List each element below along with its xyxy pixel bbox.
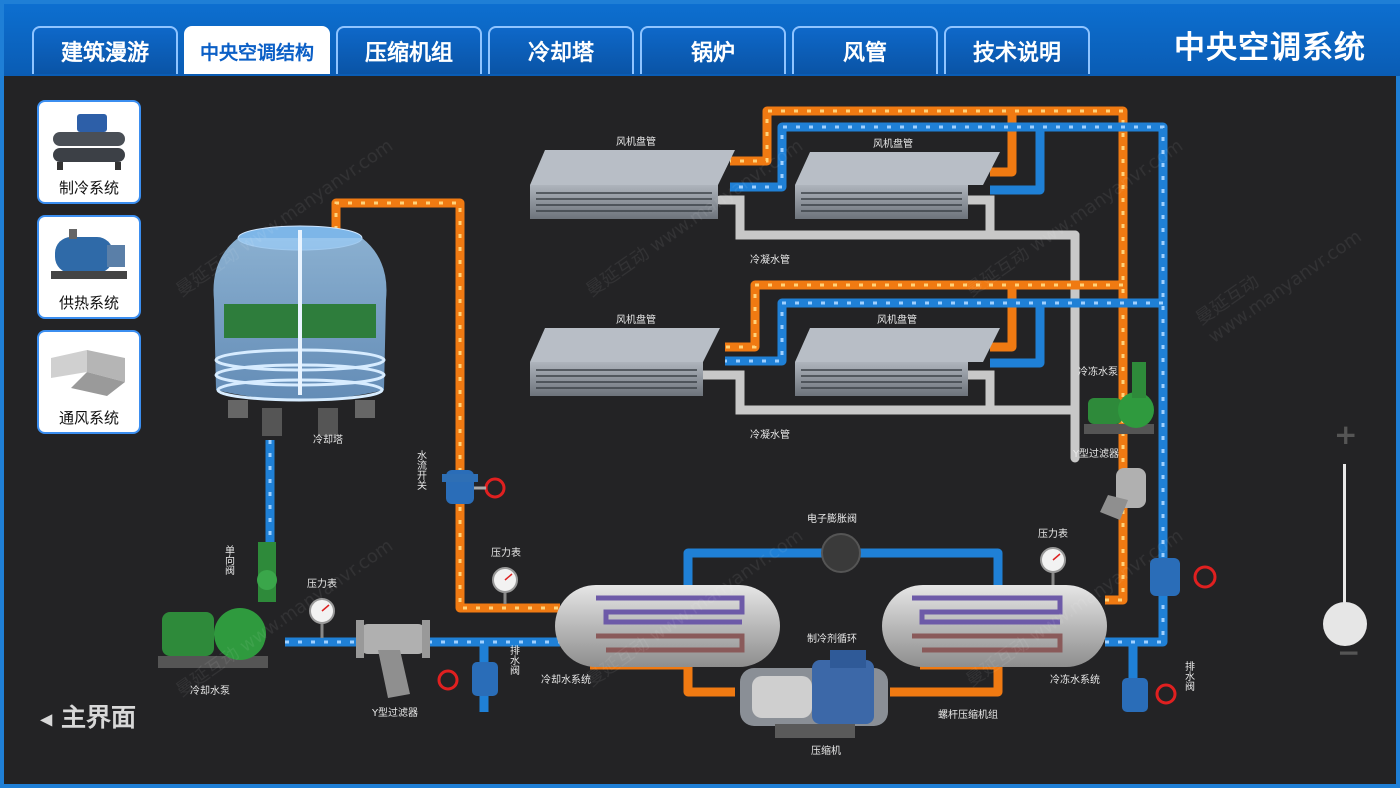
chilled-water-pump: [1084, 362, 1154, 434]
label-pressure-gauge-1: 压力表: [491, 546, 521, 559]
fan-coil-unit-3: [530, 328, 720, 396]
label-fan-coil-2: 风机盘管: [873, 137, 913, 150]
label-pressure-gauge-2: 压力表: [307, 577, 337, 590]
y-filter-1: [356, 620, 430, 698]
sidebar-item-ventilation[interactable]: 通风系统: [37, 330, 141, 434]
chiller-icon: [53, 114, 125, 170]
label-fan-coil-1: 风机盘管: [616, 135, 656, 148]
duct-icon: [51, 350, 125, 396]
tab-bar: 建筑漫游 中央空调结构 压缩机组 冷却塔 锅炉 风管 技术说明: [32, 26, 1090, 74]
tab-building-tour[interactable]: 建筑漫游: [32, 26, 178, 74]
boiler-icon: [51, 229, 127, 279]
label-fan-coil-3: 风机盘管: [616, 313, 656, 326]
pressure-gauge-2: [309, 598, 335, 638]
sidebar-item-label: 供热系统: [58, 294, 119, 312]
label-refrigerant-cycle: 制冷剂循环: [807, 632, 857, 645]
label-chilled-pump: 冷冻水泵: [1078, 365, 1118, 378]
tab-duct[interactable]: 风管: [792, 26, 938, 74]
tab-compressor-unit[interactable]: 压缩机组: [336, 26, 482, 74]
expansion-valve: [821, 533, 861, 573]
label-cooling-pump: 冷却水泵: [190, 684, 230, 697]
tab-tech-notes[interactable]: 技术说明: [944, 26, 1090, 74]
sidebar-item-heating[interactable]: 供热系统: [37, 215, 141, 319]
label-drain-valve-2: 排水阀: [1183, 660, 1195, 692]
label-chilled-water-system: 冷冻水系统: [1050, 673, 1100, 686]
fan-coil-unit-2: [795, 152, 1000, 219]
evaporator-tank: [882, 585, 1107, 667]
label-pressure-gauge-3: 压力表: [1038, 527, 1068, 540]
label-check-valve: 单向阀: [223, 545, 235, 576]
tab-boiler[interactable]: 锅炉: [640, 26, 786, 74]
sidebar-item-refrigeration[interactable]: 制冷系统: [37, 100, 141, 204]
label-expansion-valve: 电子膨胀阀: [807, 512, 857, 525]
top-bar: 建筑漫游 中央空调结构 压缩机组 冷却塔 锅炉 风管 技术说明 中央空调系统: [4, 4, 1400, 76]
label-cooling-tower: 冷却塔: [313, 433, 343, 446]
fan-coil-unit-4: [795, 328, 1000, 396]
label-condensate-1: 冷凝水管: [750, 253, 790, 266]
label-y-filter-1: Y型过滤器: [371, 706, 418, 719]
label-drain-valve-1: 排水阀: [508, 644, 520, 676]
zoom-out-icon[interactable]: −: [1337, 636, 1361, 669]
label-y-filter-2: Y型过滤器: [1072, 447, 1119, 460]
flow-switch-valve: [442, 470, 506, 504]
app-title: 中央空调系统: [1174, 30, 1366, 66]
condenser-tank: [555, 585, 780, 667]
home-label: 主界面: [61, 703, 137, 732]
tab-cooling-tower[interactable]: 冷却塔: [488, 26, 634, 74]
label-flow-switch: 水流开关: [415, 450, 427, 491]
zoom-slider-handle[interactable]: [1323, 602, 1367, 646]
chilled-return-valve: [1150, 558, 1217, 596]
cooling-tower: [213, 225, 387, 436]
zoom-in-icon[interactable]: +: [1334, 418, 1358, 451]
drain-valve-2: [1122, 678, 1177, 712]
fan-coil-unit-1: [530, 150, 735, 219]
pressure-gauge-1: [492, 567, 518, 604]
cooling-water-pump: [158, 542, 277, 668]
label-compressor: 压缩机: [811, 744, 841, 757]
home-button[interactable]: ◀ 主界面: [40, 698, 136, 734]
zoom-slider-track[interactable]: [1343, 464, 1346, 614]
label-cooling-water-system: 冷却水系统: [541, 673, 591, 686]
y-filter-2: [1100, 468, 1146, 520]
label-condensate-2: 冷凝水管: [750, 428, 790, 441]
screw-compressor: [740, 650, 888, 738]
tab-hvac-structure[interactable]: 中央空调结构: [184, 26, 330, 74]
condensate-pipes: [695, 195, 1080, 463]
label-screw-unit: 螺杆压缩机组: [938, 708, 998, 721]
pressure-gauge-3: [1040, 547, 1066, 590]
drain-valve-1: [437, 662, 498, 696]
sidebar-item-label: 制冷系统: [58, 179, 119, 197]
sidebar-item-label: 通风系统: [58, 409, 119, 427]
back-arrow-icon: ◀: [40, 709, 53, 729]
label-fan-coil-4: 风机盘管: [877, 313, 917, 326]
